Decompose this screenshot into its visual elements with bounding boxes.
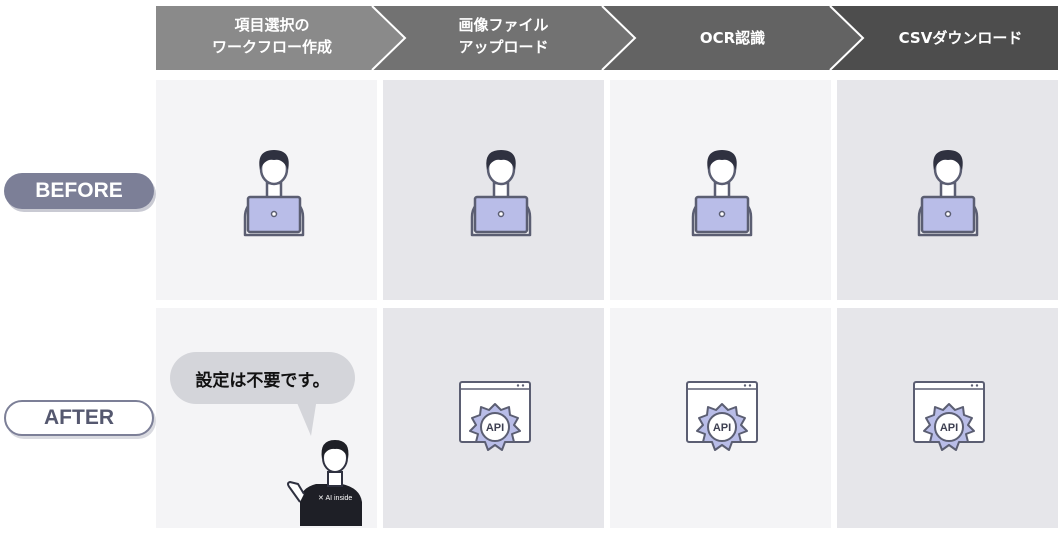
step-label-2: 画像ファイル アップロード xyxy=(458,16,549,56)
api-label: API xyxy=(486,422,504,434)
after-label: AFTER xyxy=(4,400,154,436)
before-label: BEFORE xyxy=(4,173,154,209)
step-arrow-3 xyxy=(602,6,863,70)
workflow-steps xyxy=(156,5,1058,71)
step-label-4: CSVダウンロード xyxy=(898,29,1023,47)
api-label: API xyxy=(713,422,731,434)
step-label-1: 項目選択の ワークフロー作成 xyxy=(211,16,332,56)
api-label: API xyxy=(940,422,958,434)
step-arrow-4 xyxy=(830,6,1058,70)
step-arrow-2 xyxy=(372,6,635,70)
shirt-brand: ✕ AI inside xyxy=(318,494,352,502)
brand-mark-icon: ✕ xyxy=(318,495,324,502)
api-gear-icon: API xyxy=(459,381,531,451)
person-laptop-icon xyxy=(691,150,753,237)
person-laptop-icon xyxy=(470,150,532,237)
speech-bubble: 設定は不要です。 xyxy=(170,352,355,404)
api-gear-icon: API xyxy=(686,381,758,451)
api-gear-icon: API xyxy=(913,381,985,451)
speech-bubble-tail xyxy=(295,398,317,436)
presenter-avatar-icon xyxy=(287,440,362,526)
step-arrow-1 xyxy=(156,6,405,70)
shirt-brand-text: AI inside xyxy=(325,495,353,502)
person-laptop-icon xyxy=(917,150,979,237)
person-laptop-icon xyxy=(243,150,305,237)
step-label-3: OCR認識 xyxy=(699,29,766,47)
